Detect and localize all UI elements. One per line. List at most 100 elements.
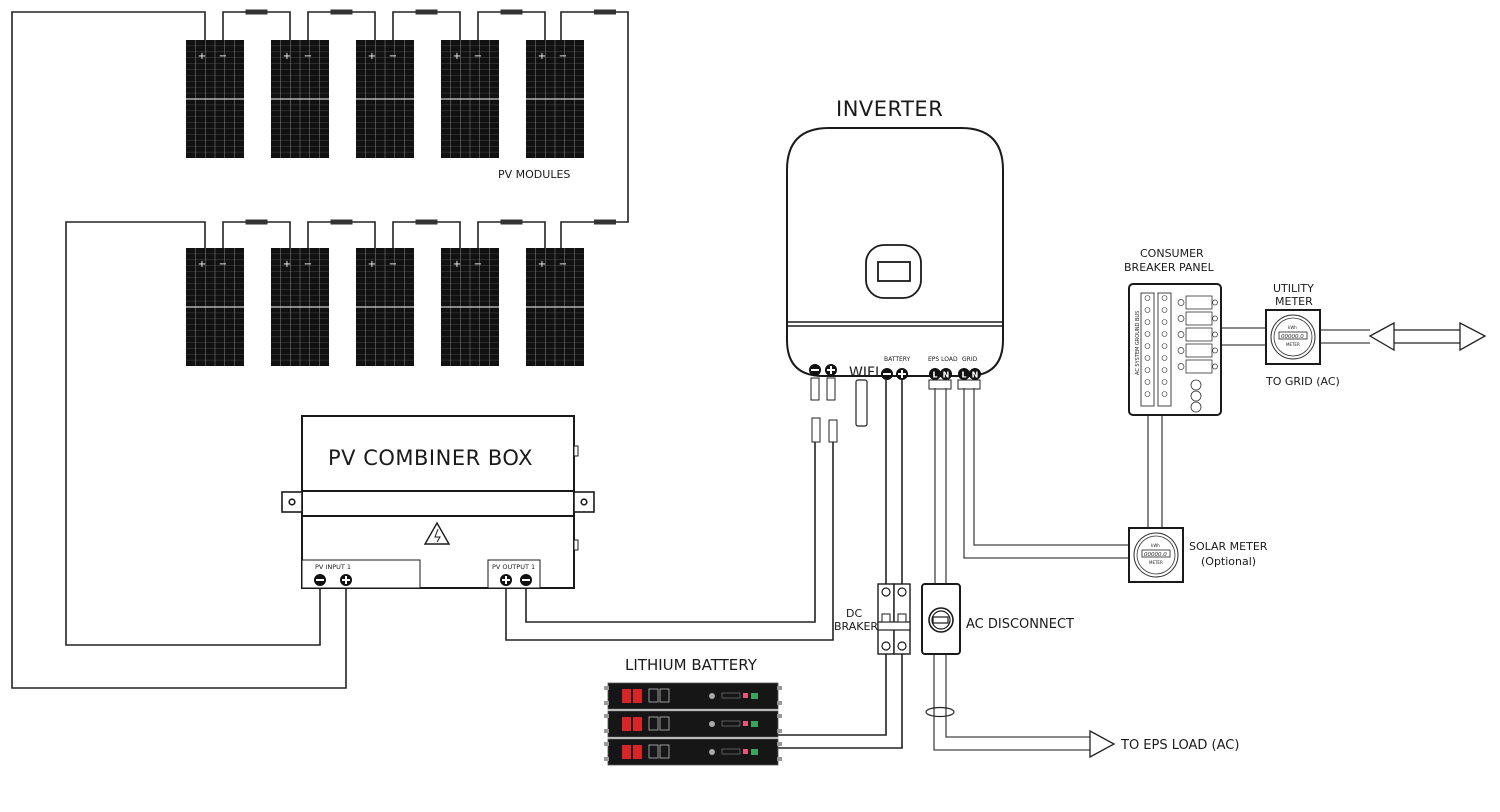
inverter-eps-l-terminal [929, 368, 941, 380]
battery-terminal-icon [622, 745, 631, 759]
mc4-connector-icon [415, 9, 438, 15]
ac-disconnect: AC DISCONNECT [921, 583, 1074, 655]
bus-screw [1144, 379, 1151, 385]
ac-disconnect-label: AC DISCONNECT [966, 617, 1074, 632]
knockout [1190, 379, 1202, 391]
mc4-connector-icon [245, 219, 268, 225]
wire-pv-string2-negative [65, 221, 321, 646]
solar-meter: kWh 00000.0 METER SOLAR METER (Optional) [1128, 527, 1268, 583]
pv-module-minus: − [474, 51, 482, 62]
pv-module: +− [526, 40, 584, 158]
wire-pv-output-positive [505, 442, 834, 641]
cable-bundle-marker [925, 706, 955, 718]
svg-text:L: L [932, 371, 937, 380]
to-grid-label: TO GRID (AC) [1265, 375, 1340, 388]
pv-input-label: PV INPUT 1 [315, 563, 351, 571]
battery-module [604, 682, 782, 710]
pv-module: +− [271, 40, 329, 158]
battery-terminal-icon [622, 717, 631, 731]
grid-bidirectional-arrow [1368, 321, 1487, 352]
mount-ear-right [573, 491, 595, 513]
mc4-connector-icon [500, 9, 523, 15]
pv-module-minus: − [389, 259, 397, 270]
ground-bus-label: AC SYSTEM GROUND BUS [1135, 311, 1141, 375]
pv-module-plus: + [453, 259, 461, 270]
pv-module: +− [356, 248, 414, 366]
mc4-connector-icon [330, 219, 353, 225]
bus-screw [1144, 295, 1151, 301]
mount-ear-left [281, 491, 303, 513]
pv-jumper-cable [307, 221, 376, 248]
wire-grid-n [973, 388, 1130, 546]
wire-eps-out-n [945, 654, 1090, 738]
pv-combiner-box: PV COMBINER BOX PV INPUT 1 PV OUTPUT 1 [281, 415, 595, 589]
pv-module-minus: − [559, 259, 567, 270]
pv-jumper-cable [392, 221, 461, 248]
panel-breakers [1144, 295, 1218, 413]
bus-screw [1161, 343, 1168, 349]
mc4-connector-icon [594, 219, 616, 225]
mc4-connector-icon [330, 9, 353, 15]
pv-module-minus: − [389, 51, 397, 62]
inverter-wifi-label: WIFI [849, 365, 879, 381]
bus-screw [1161, 307, 1168, 313]
wifi-dongle [855, 379, 868, 427]
eps-load-label: TO EPS LOAD (AC) [1120, 738, 1239, 753]
cable-gland [957, 379, 981, 390]
pv-wiring [11, 11, 629, 689]
circuit-breaker [1185, 359, 1213, 374]
bus-screw [1161, 331, 1168, 337]
pv-module-plus: + [283, 51, 291, 62]
solar-meter-label-line2: (Optional) [1201, 555, 1256, 568]
inverter-eps-n-terminal [940, 368, 952, 380]
bus-screw [1161, 295, 1168, 301]
solar-meter-text: METER [1149, 560, 1163, 565]
pv-module-plus: + [538, 259, 546, 270]
consumer-breaker-panel: CONSUMER BREAKER PANEL AC SYSTEM GROUND … [1124, 247, 1222, 416]
wire-eps-out-l [933, 654, 1090, 751]
pv-module-plus: + [538, 51, 546, 62]
circuit-breaker [1185, 295, 1213, 310]
bus-screw [1144, 391, 1151, 397]
pv-modules-array: +−+−+−+−+−+−+−+−+−+− [186, 40, 584, 366]
battery-module [604, 738, 782, 766]
bus-screw [1161, 367, 1168, 373]
combiner-box-body [301, 415, 575, 589]
inverter-battery-label: BATTERY [884, 356, 911, 363]
utility-meter: UTILITY METER kWh 00000.0 METER TO GRID … [1265, 282, 1340, 388]
solar-meter-label-line1: SOLAR METER [1189, 540, 1268, 553]
utility-meter-display: 00000.0 [1281, 334, 1304, 340]
dc-breaker-label-line1: DC [846, 607, 862, 620]
inverter-label: INVERTER [836, 97, 943, 121]
bus-screw [1161, 355, 1168, 361]
wire-breaker-to-battery-2 [778, 654, 903, 749]
inverter-grid-label: GRID [962, 356, 978, 363]
pv-module-jumpers [222, 9, 616, 248]
pv-jumper-cable [477, 221, 546, 248]
wire-breaker-to-battery-1 [778, 654, 887, 736]
bus-screw [1144, 343, 1151, 349]
mc4-connector-icon [415, 219, 438, 225]
eps-load-arrow: TO EPS LOAD (AC) [1089, 729, 1239, 759]
solar-meter-display: 00000.0 [1144, 552, 1167, 558]
pv-module-plus: + [283, 259, 291, 270]
pv-jumper-cable [307, 11, 376, 40]
solar-meter-kwh: kWh [1151, 543, 1160, 548]
utility-meter-label-line2: METER [1275, 295, 1313, 308]
high-voltage-warning-icon [423, 521, 451, 545]
bus-screw [1144, 367, 1151, 373]
wire-pv-output-negative [525, 442, 816, 623]
pv-jumper-cable [222, 11, 291, 40]
hinge-top [573, 445, 579, 457]
bus-screw [1144, 355, 1151, 361]
pv-jumper-cable [392, 11, 461, 40]
knockout [1190, 390, 1202, 402]
pv-module-plus: + [368, 51, 376, 62]
pv-module-plus: + [453, 51, 461, 62]
bus-screw [1161, 379, 1168, 385]
pv-module-minus: − [219, 259, 227, 270]
inverter-eps-load-label: EPS LOAD [928, 356, 958, 363]
neutral-bus-bar [1157, 292, 1172, 407]
